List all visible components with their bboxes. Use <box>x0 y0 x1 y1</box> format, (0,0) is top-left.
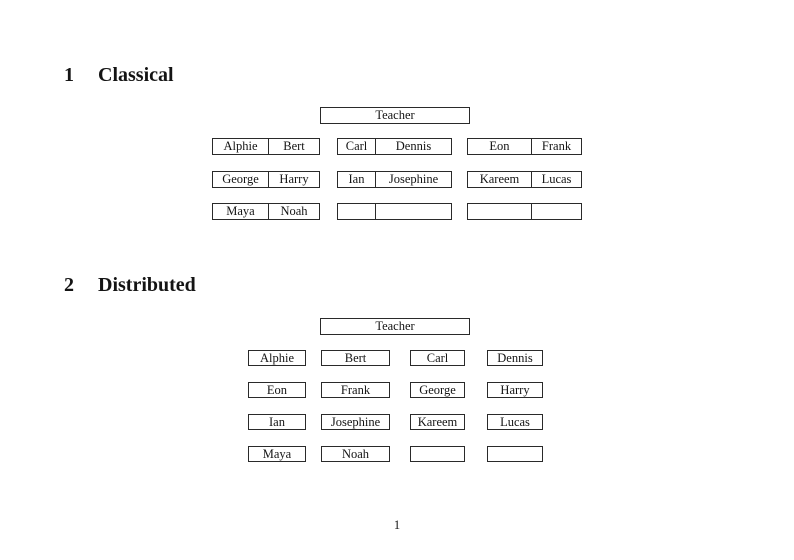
teacher-label: Teacher <box>375 108 415 123</box>
desk-box: Alphie Bert <box>212 138 320 155</box>
student-name: Bert <box>268 139 319 154</box>
desk-box: Eon Frank <box>467 138 582 155</box>
page-number: 1 <box>393 518 401 532</box>
student-name: Carl <box>345 139 368 154</box>
desk-box: Josephine <box>321 414 390 430</box>
desk-box: Eon <box>248 382 306 398</box>
student-name: Frank <box>531 139 581 154</box>
heading-number: 2 <box>64 274 74 296</box>
desk-box: Maya Noah <box>212 203 320 220</box>
desk-box: Harry <box>487 382 543 398</box>
desk-box-empty <box>467 203 582 220</box>
desk-box: Bert <box>321 350 390 366</box>
desk-box: Frank <box>321 382 390 398</box>
student-name <box>531 204 581 219</box>
desk-box: George <box>410 382 465 398</box>
student-name: Lucas <box>531 172 581 187</box>
desk-box: Alphie <box>248 350 306 366</box>
desk-box: Noah <box>321 446 390 462</box>
heading-title: Distributed <box>98 274 196 296</box>
student-name: George <box>222 172 259 187</box>
desk-box-empty <box>487 446 543 462</box>
student-name: Kareem <box>479 172 520 187</box>
desk-box: Ian Josephine <box>337 171 452 188</box>
student-name <box>468 204 531 219</box>
heading-title: Classical <box>98 64 174 86</box>
heading-number: 1 <box>64 64 74 86</box>
student-name <box>375 204 451 219</box>
teacher-label: Teacher <box>375 319 415 334</box>
desk-box: Dennis <box>487 350 543 366</box>
section-heading-classical: 1 Classical <box>64 65 174 85</box>
teacher-box: Teacher <box>320 318 470 335</box>
desk-box: Kareem <box>410 414 465 430</box>
desk-box-empty <box>410 446 465 462</box>
student-name: Maya <box>226 204 255 219</box>
student-name <box>338 204 375 219</box>
student-name: Ian <box>348 172 365 187</box>
desk-box: Lucas <box>487 414 543 430</box>
student-name: Harry <box>268 172 319 187</box>
teacher-box: Teacher <box>320 107 470 124</box>
desk-box: George Harry <box>212 171 320 188</box>
desk-box: Ian <box>248 414 306 430</box>
section-heading-distributed: 2 Distributed <box>64 275 196 295</box>
student-name: Josephine <box>375 172 451 187</box>
desk-box-empty <box>337 203 452 220</box>
desk-box: Maya <box>248 446 306 462</box>
student-name: Dennis <box>375 139 451 154</box>
student-name: Eon <box>489 139 510 154</box>
student-name: Alphie <box>223 139 258 154</box>
desk-box: Carl <box>410 350 465 366</box>
desk-box: Kareem Lucas <box>467 171 582 188</box>
desk-box: Carl Dennis <box>337 138 452 155</box>
student-name: Noah <box>268 204 319 219</box>
